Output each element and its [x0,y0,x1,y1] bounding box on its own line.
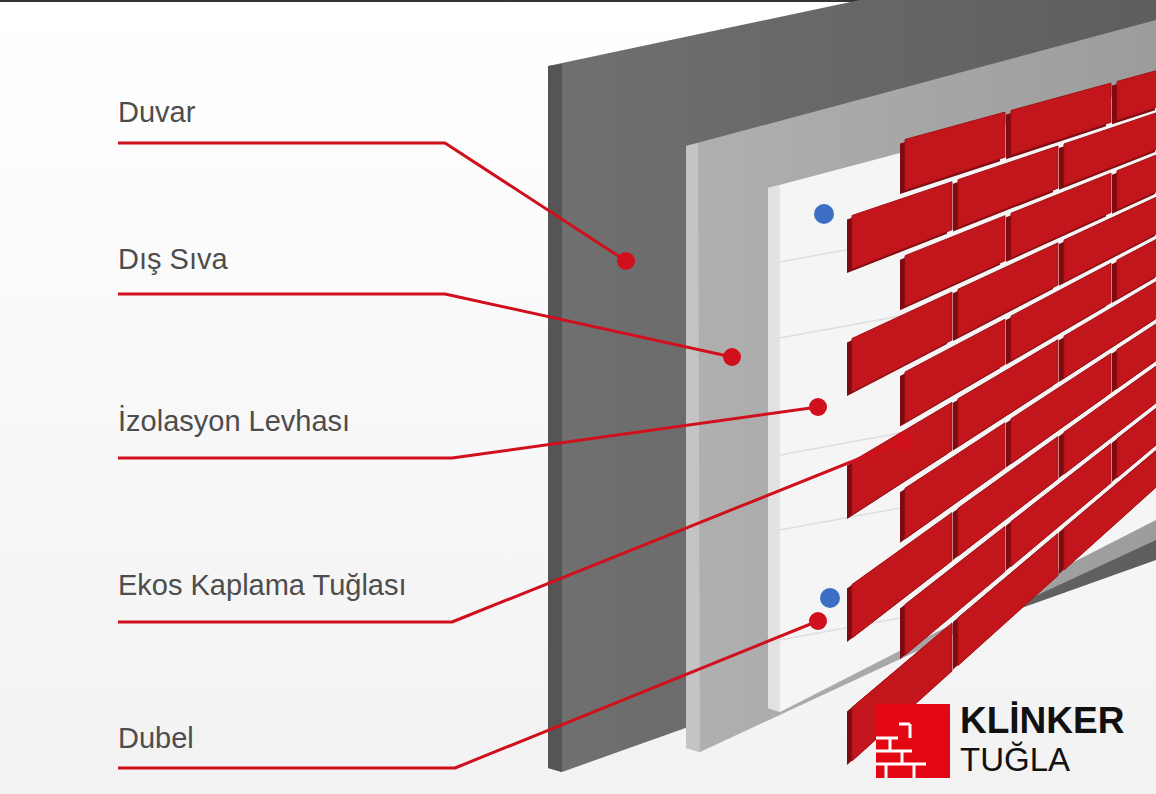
dowel-head [814,204,834,224]
leader-label: İzolasyon Levhası [118,405,350,438]
logo-text: KLİNKER [960,700,1124,743]
leader-label: Duvar [118,96,195,129]
insulation-edge [768,185,780,712]
brick [1064,447,1156,570]
dowel-head [820,588,840,608]
leader-dot [809,398,827,416]
brick [958,533,1058,665]
leader-dot [723,348,741,366]
wall-layer [548,0,1156,772]
brick-cladding [847,70,1156,765]
logo-brick-pattern [876,724,926,778]
leader-dot [894,432,912,450]
logo-text: TUĞLA [960,741,1070,779]
logo-icon [876,704,950,778]
leader-label: Dubel [118,722,194,755]
leader-line [118,441,903,622]
leader-dots [617,252,912,630]
plaster-edge [686,143,700,752]
top-rule [0,0,870,2]
leader-lines [118,143,903,768]
leader-line [118,621,818,768]
leader-dot [617,252,635,270]
wall-edge [548,64,562,772]
leader-line [118,294,732,357]
leader-label: Ekos Kaplama Tuğlası [118,569,407,602]
insulation-board [768,85,1156,712]
plaster-layer [686,20,1156,752]
insulation-seam [780,508,900,530]
leader-label: Dış Sıva [118,243,228,276]
brick [1117,70,1156,121]
leader-dot [809,612,827,630]
